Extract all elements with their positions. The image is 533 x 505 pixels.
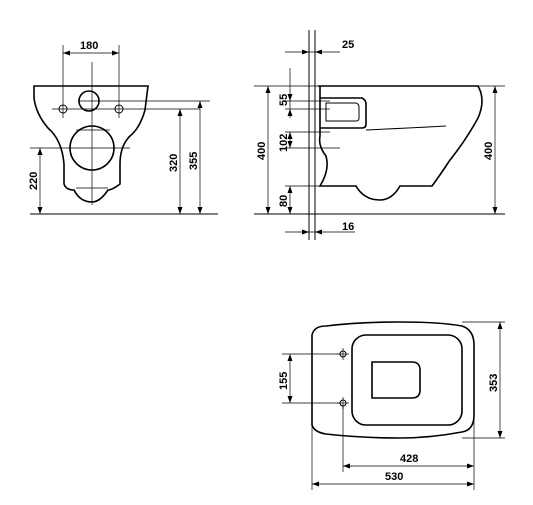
- dim-155-arrow-top: [287, 354, 293, 361]
- dim-102-arrow-bottom: [287, 141, 293, 148]
- side-view: 25 55 102 80 400 400 16: [254, 30, 505, 240]
- dim-55-arrow-top: [287, 94, 293, 101]
- dim-180-arrow-right: [112, 50, 119, 56]
- dim-80-arrow-top: [287, 186, 293, 193]
- dim-320-arrow-top: [177, 109, 183, 116]
- dim-16-arrow-right: [315, 229, 322, 235]
- dim-55-arrow-bottom: [287, 109, 293, 116]
- dim-16-label: 16: [342, 221, 354, 233]
- side-seat-outline: [320, 97, 367, 129]
- dim-353-arrow-bottom: [497, 431, 503, 438]
- dim-400-right-arrow-bottom: [492, 207, 498, 214]
- top-seat-outer: [351, 334, 463, 426]
- dim-428-arrow-left: [343, 463, 350, 469]
- dim-220-label: 220: [28, 172, 40, 190]
- dim-80-arrow-bottom: [287, 207, 293, 214]
- top-outer-outline: [311, 321, 475, 439]
- dim-25-label: 25: [342, 39, 354, 51]
- dim-320-label: 320: [168, 154, 180, 172]
- dim-400-right-label: 400: [483, 142, 495, 160]
- dim-220-arrow-top: [37, 148, 43, 155]
- dim-530-label: 530: [385, 471, 403, 483]
- top-seat-inner: [371, 361, 421, 399]
- dim-180-label: 180: [80, 40, 98, 52]
- side-bowl-outline: [318, 85, 483, 201]
- dim-16-arrow-left: [302, 229, 309, 235]
- dim-530-arrow-right: [467, 481, 474, 487]
- dim-80-label: 80: [278, 195, 290, 207]
- dim-25-arrow-right: [315, 49, 322, 55]
- dim-355-arrow-bottom: [197, 207, 203, 214]
- dim-220-arrow-bottom: [37, 207, 43, 214]
- dim-400-left-arrow-top: [265, 86, 271, 93]
- dim-55-label: 55: [278, 94, 290, 106]
- front-view: 180 220 320 355: [28, 40, 218, 215]
- dim-530-arrow-left: [312, 481, 319, 487]
- side-seat-inner: [325, 102, 360, 122]
- dim-353-arrow-top: [497, 322, 503, 329]
- dim-400-left-arrow-bottom: [265, 207, 271, 214]
- dim-400-right-arrow-top: [492, 86, 498, 93]
- dim-155-label: 155: [278, 372, 290, 390]
- dim-180-arrow-left: [63, 50, 70, 56]
- dim-355-arrow-top: [197, 101, 203, 108]
- dim-353-label: 353: [488, 374, 500, 392]
- front-bowl-outline: [33, 85, 149, 203]
- top-view: 155 353 428 530: [278, 321, 505, 490]
- dim-102-arrow-top: [287, 132, 293, 139]
- dim-155-arrow-bottom: [287, 396, 293, 403]
- dim-400-left-label: 400: [256, 142, 268, 160]
- dim-102-label: 102: [278, 134, 290, 152]
- dim-428-arrow-right: [467, 463, 474, 469]
- dim-355-label: 355: [188, 152, 200, 170]
- dim-25-arrow-left: [302, 49, 309, 55]
- side-rim-line: [365, 125, 447, 131]
- dim-428-label: 428: [400, 453, 418, 465]
- dim-320-arrow-bottom: [177, 207, 183, 214]
